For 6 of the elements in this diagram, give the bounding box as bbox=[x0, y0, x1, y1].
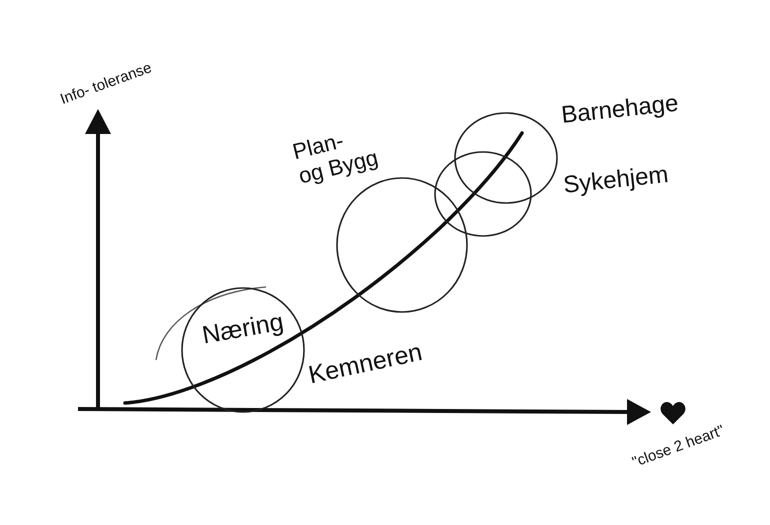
area-label: Kemneren bbox=[306, 338, 425, 390]
area-label: Næring bbox=[200, 308, 286, 350]
area-label: Barnehage bbox=[560, 90, 680, 130]
area-label: Sykehjem bbox=[562, 160, 670, 200]
area-label: Plan- og Bygg bbox=[290, 126, 381, 190]
axis-label: "close 2 heart" bbox=[630, 422, 727, 472]
